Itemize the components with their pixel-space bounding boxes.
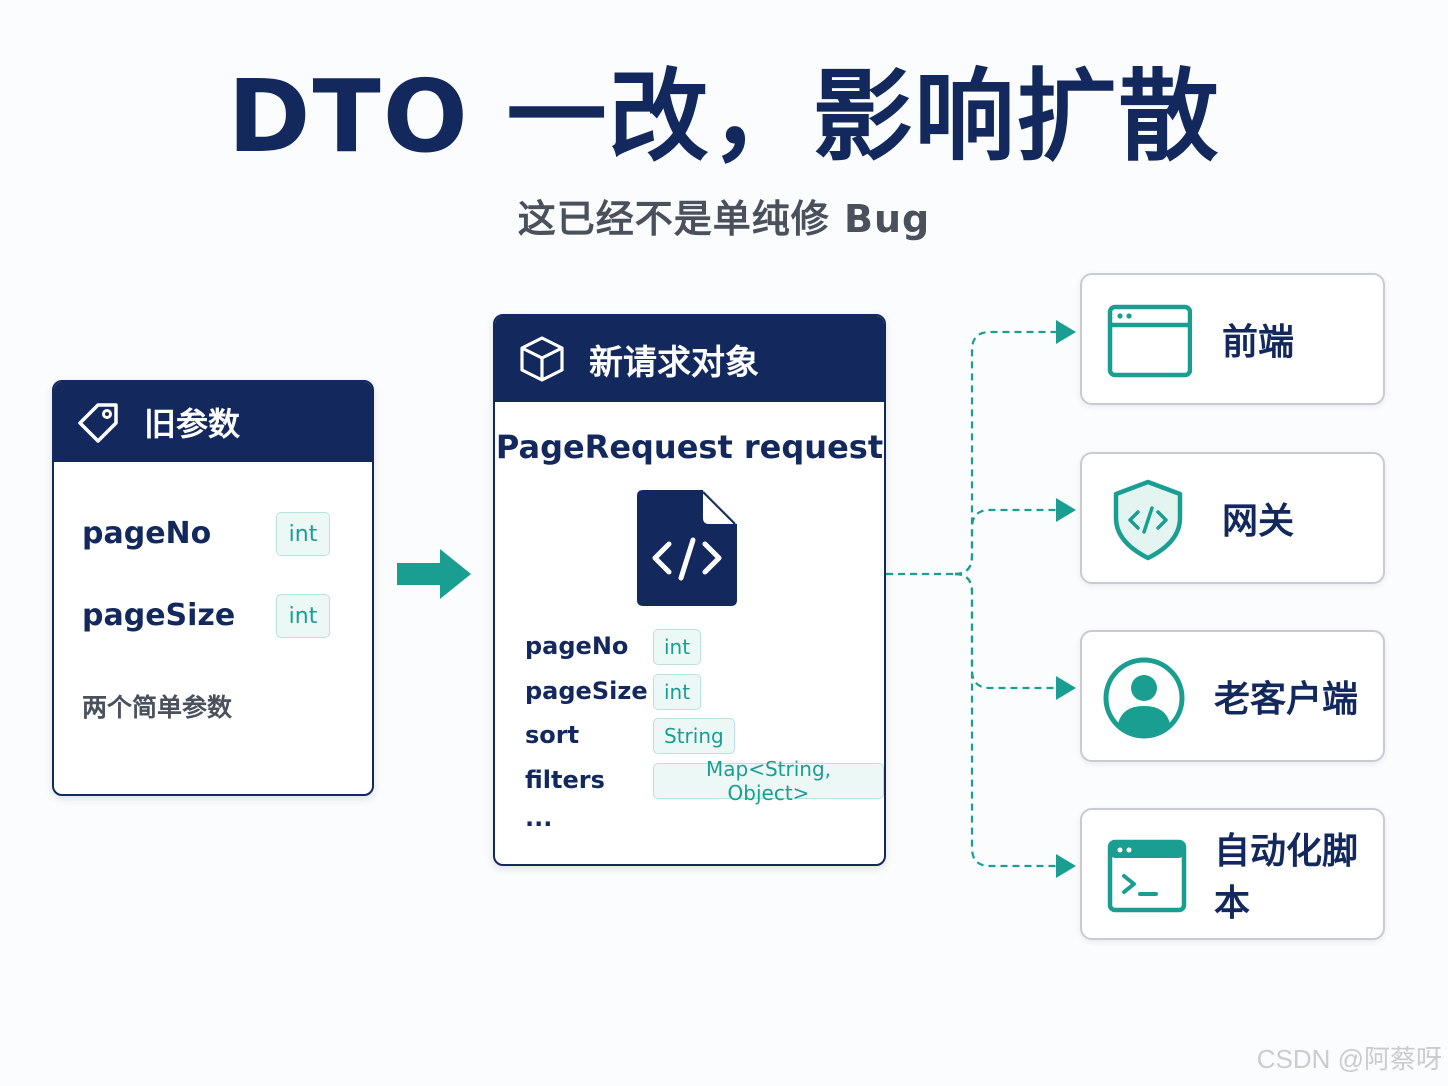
- more-fields-ellipsis: ...: [525, 804, 553, 832]
- old-field-type: int: [276, 512, 330, 556]
- new-object-title: 新请求对象: [589, 342, 759, 383]
- browser-window-icon: [1107, 304, 1192, 378]
- old-params-header: 旧参数: [54, 382, 372, 462]
- right-arrow-icon: [397, 549, 471, 599]
- tag-icon: [78, 403, 118, 443]
- new-field-name: filters: [525, 766, 605, 794]
- old-field-type: int: [276, 594, 330, 638]
- shield-code-icon: [1113, 479, 1183, 561]
- request-label: PageRequest request: [495, 428, 884, 466]
- fan-out-arrowheads: [1056, 320, 1076, 878]
- target-label: 老客户端: [1214, 679, 1359, 720]
- target-label: 自动化脚本: [1214, 831, 1359, 924]
- terminal-icon: [1107, 839, 1187, 913]
- new-object-header: 新请求对象: [495, 316, 884, 402]
- fan-out-lines: [886, 330, 1058, 868]
- page-subtitle: 这已经不是单纯修 Bug: [517, 197, 931, 241]
- old-params-title: 旧参数: [144, 405, 241, 443]
- page-title: DTO 一改，影响扩散: [227, 58, 1221, 175]
- new-object-card: 新请求对象 PageRequest request pageNo int pag…: [493, 314, 886, 866]
- old-field-name: pageNo: [82, 516, 212, 551]
- new-field-name: pageSize: [525, 677, 648, 705]
- cube-icon: [520, 336, 564, 382]
- new-field-type: Map<String, Object>: [653, 757, 884, 805]
- new-field-type: String: [653, 718, 735, 754]
- target-legacy-client: 老客户端: [1080, 630, 1385, 762]
- new-field-type: int: [653, 629, 702, 665]
- old-field-name: pageSize: [82, 598, 236, 633]
- target-label: 前端: [1222, 322, 1295, 363]
- new-field-name: sort: [525, 721, 580, 749]
- target-gateway: 网关: [1080, 452, 1385, 584]
- target-automation-script: 自动化脚本: [1080, 808, 1385, 940]
- code-file-icon: [637, 490, 737, 606]
- new-field-name: pageNo: [525, 632, 629, 660]
- new-field-type: int: [653, 674, 702, 710]
- old-params-note: 两个简单参数: [82, 693, 233, 722]
- watermark: CSDN @阿蔡呀: [1256, 1044, 1442, 1074]
- user-avatar-icon: [1103, 657, 1185, 739]
- old-params-card: 旧参数 pageNo int pageSize int 两个简单参数: [52, 380, 374, 796]
- target-frontend: 前端: [1080, 273, 1385, 405]
- target-label: 网关: [1222, 501, 1295, 542]
